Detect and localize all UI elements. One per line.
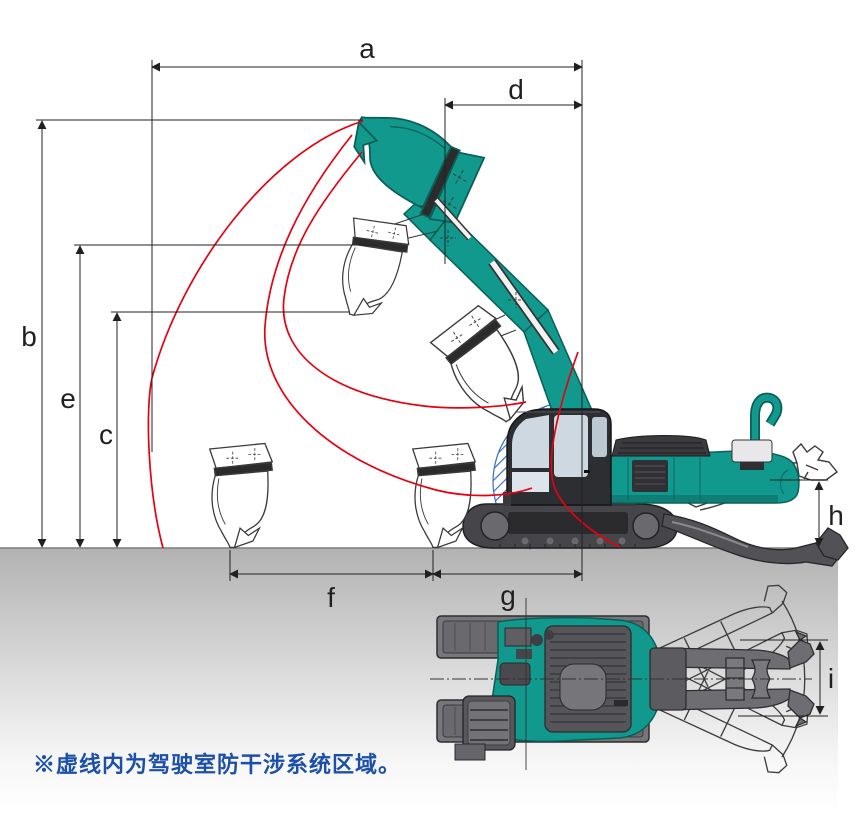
working-range-arcs (147, 120, 621, 549)
envelope-mid-arc (264, 134, 533, 497)
boom-cylinders (433, 197, 560, 355)
dimension-label-b: b (21, 321, 37, 352)
cab-lower-glass (512, 472, 549, 492)
footnote-note: ※虚线内为驾驶室防干涉系统区域。 (33, 752, 402, 777)
cab (503, 408, 612, 506)
dimension-label-f: f (327, 582, 335, 613)
top-view-cab (454, 695, 516, 761)
dimension-e (74, 244, 378, 548)
ground (0, 547, 838, 812)
dimensions (36, 60, 828, 717)
dimension-a (151, 60, 583, 581)
crusher-position-ground-left (209, 442, 273, 549)
door-glass (554, 415, 588, 477)
envelope-outer-arc (147, 120, 364, 549)
top-view-machinery-details (499, 627, 554, 686)
dozer-blade-lowered (661, 513, 849, 567)
pivot-crosshairs (420, 198, 524, 308)
dimension-label-i: i (828, 663, 834, 694)
dimension-labels: a d b e c f g h i (21, 33, 844, 694)
attachment-positions-outline (209, 198, 546, 549)
dimension-d (444, 98, 583, 264)
dimension-label-d: d (508, 74, 524, 105)
dimension-c (111, 311, 350, 548)
crusher-position-high (330, 212, 414, 325)
envelope-inner-arc (282, 151, 527, 409)
dimension-label-g: g (500, 580, 516, 611)
dimension-label-h: h (828, 500, 844, 531)
side-view-excavator (209, 93, 849, 567)
windshield (512, 415, 549, 468)
dimension-label-c: c (99, 419, 113, 450)
exhaust-pipe (731, 392, 783, 470)
top-view-excavator (430, 584, 815, 774)
dimension-b (36, 119, 363, 548)
rear-glass (592, 417, 607, 457)
dimension-label-a: a (359, 33, 375, 64)
envelope-near-machine-arc (550, 351, 621, 548)
dimension-label-e: e (60, 383, 76, 414)
engine-house-details (610, 392, 789, 502)
dimension-h (770, 479, 828, 547)
dimension-i (738, 639, 828, 717)
crawler-track (462, 494, 678, 549)
